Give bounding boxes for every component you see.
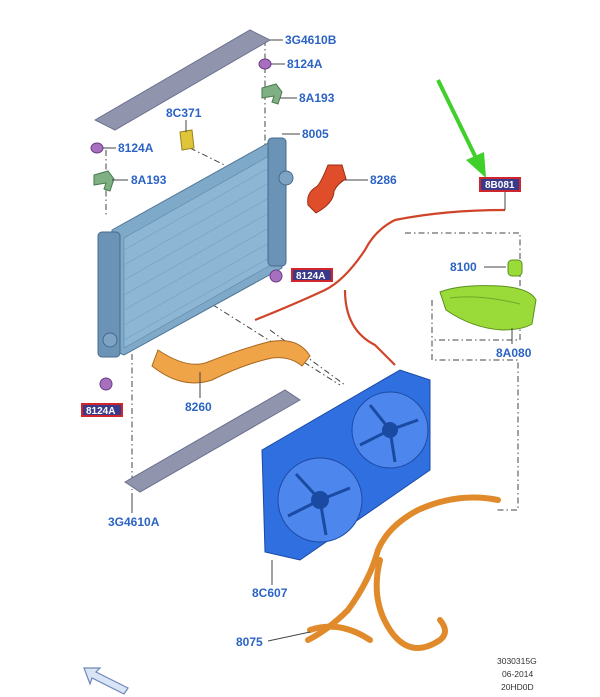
seal-bar-bottom: [124, 389, 301, 493]
label-upper-hose: 8286: [370, 173, 397, 187]
bracket-upper-left: [93, 170, 115, 192]
highlight-label-box: [479, 177, 521, 192]
label-bushing-upper-right: 8124A: [287, 57, 323, 71]
label-bracket-upper-left: 8A193: [131, 173, 167, 187]
bushing-mid-right: [269, 269, 283, 283]
label-seal-bottom: 3G4610A: [108, 515, 160, 529]
label-clip: 8C371: [166, 106, 202, 120]
radiator: [97, 137, 294, 358]
label-bushing-upper-left: 8124A: [118, 141, 154, 155]
leader-lines: [103, 39, 513, 642]
doc-code: 20HD0D: [501, 682, 534, 692]
label-lower-hose: 8260: [185, 400, 212, 414]
heater-hoses: [305, 494, 501, 643]
coolant-reservoir: [439, 259, 537, 331]
hidden-label-box-right: [291, 268, 333, 282]
label-heater-hoses: 8075: [236, 635, 263, 649]
doc-date: 06-2014: [502, 669, 533, 679]
lower-hose: [151, 340, 311, 384]
fan-shroud: [261, 369, 431, 561]
bushing-upper-left: [90, 142, 104, 154]
label-cap: 8100: [450, 260, 477, 274]
direction-arrow-icon: [83, 667, 129, 695]
hidden-label-right: 8124A: [296, 271, 325, 282]
bracket-upper-right: [261, 83, 283, 105]
upper-hose: [307, 164, 347, 214]
overflow-hose: [254, 208, 506, 322]
attention-arrow-icon: [436, 79, 486, 178]
label-bracket-upper-right: 8A193: [299, 91, 335, 105]
reservoir-cap: [507, 259, 523, 277]
label-radiator: 8005: [302, 127, 329, 141]
label-fan-shroud: 8C607: [252, 586, 288, 600]
bushing-lower-left: [99, 377, 113, 391]
bushing-upper-right: [258, 58, 272, 70]
hidden-label-box-left: [81, 403, 123, 417]
clip-part: [179, 129, 195, 151]
label-seal-top: 3G4610B: [285, 33, 337, 47]
hidden-label-left: 8124A: [86, 406, 115, 417]
label-reservoir: 8A080: [496, 346, 532, 360]
highlight-hose-label: 8B081: [485, 180, 515, 191]
doc-number: 3030315G: [497, 656, 537, 666]
